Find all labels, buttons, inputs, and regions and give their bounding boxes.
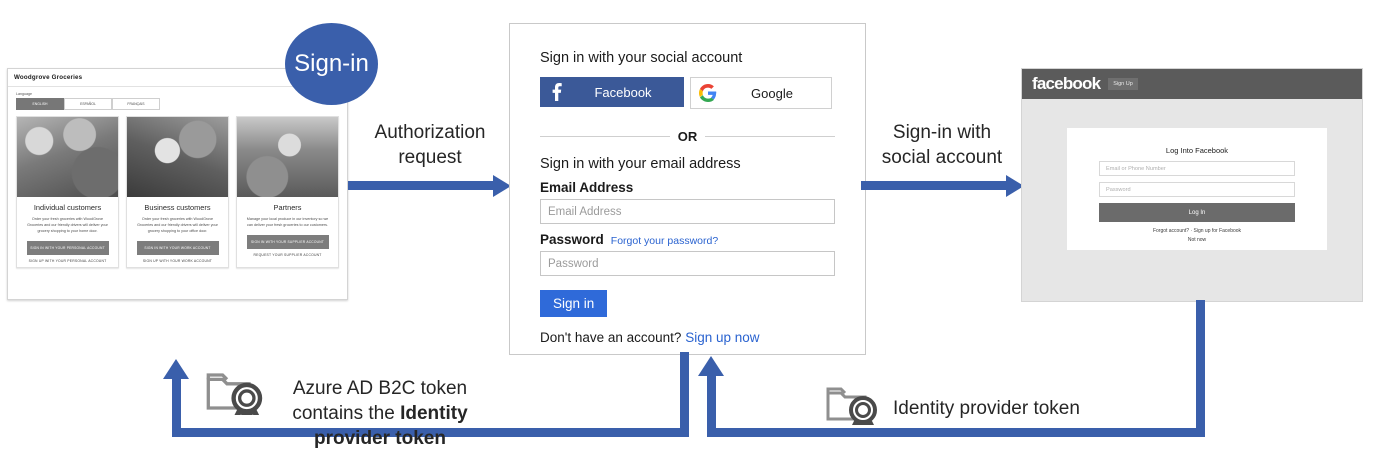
sign-in-button[interactable]: Sign in [540,290,608,317]
card-partners: Partners Manage your local produce in ou… [236,116,339,268]
card-description: Manage your local produce in our invento… [246,217,329,227]
facebook-login-heading: Log Into Facebook [1165,146,1229,155]
card-description: Order your fresh groceries with WoodGrov… [137,217,218,233]
facebook-forgot-signup-links[interactable]: Forgot account? · Sign up for Facebook [1152,228,1242,234]
password-label-row: Password Forgot your password? [540,232,835,247]
woodgrove-app-header: Woodgrove Groceries [8,69,347,87]
facebook-login-card: Log Into Facebook Log In Forgot account?… [1067,128,1327,250]
forgot-password-link[interactable]: Forgot your password? [610,235,719,247]
shoppers-in-store-photo [17,117,118,197]
or-divider-label: OR [677,129,698,144]
facebook-icon [540,82,574,102]
language-button-english[interactable]: ENGLISH [16,98,64,110]
google-icon [691,84,725,102]
signin-social-arrow-head [1006,175,1024,197]
sign-in-personal-account-button[interactable]: SIGN IN WITH YOUR PERSONAL ACCOUNT [26,241,109,255]
card-title: Business customers [144,203,211,212]
idp-token-return-vertical-right [1196,300,1205,437]
customer-cards: Individual customers Order your fresh gr… [8,110,347,268]
email-address-label: Email Address [540,180,634,195]
facebook-signin-label: Facebook [594,84,652,100]
azure-b2c-signin-panel: Sign in with your social account Faceboo… [509,23,866,355]
idp-token-return-horizontal [707,428,1201,437]
signup-prompt-row: Don't have an account? Sign up now [540,330,835,345]
store-clerk-photo [127,117,228,197]
card-description: Order your fresh groceries with WoodGrov… [27,217,108,233]
facebook-signin-button[interactable]: Facebook [540,77,684,107]
authorization-request-label: Authorization request [374,122,486,168]
signup-prompt-text: Don't have an account? [540,330,682,345]
language-selector: Language ENGLISH ESPAÑOL FRANÇAIS [8,87,347,110]
social-account-heading: Sign in with your social account [540,50,743,66]
sign-up-work-account-link[interactable]: SIGN UP WITH YOUR WORK ACCOUNT [142,259,213,263]
facebook-password-input[interactable] [1099,182,1295,197]
azure-ad-b2c-token-label: Azure AD B2C token contains the Identity… [275,376,485,451]
authorization-request-arrow-shaft [348,181,496,190]
card-title: Partners [273,203,302,212]
language-button-francais[interactable]: FRANÇAIS [112,98,160,110]
facebook-logo: facebook [1032,74,1101,93]
or-divider: OR [540,129,835,144]
password-label: Password [540,232,604,247]
sign-up-now-link[interactable]: Sign up now [685,330,760,345]
b2c-token-return-vertical-left [172,378,181,433]
password-input[interactable] [540,251,835,276]
woodgrove-groceries-app: Woodgrove Groceries Language ENGLISH ESP… [7,68,348,300]
facebook-not-now-link[interactable]: Not now [1187,237,1207,243]
facebook-header: facebook Sign Up [1022,69,1362,99]
sign-in-badge: Sign-in [285,23,378,105]
facebook-email-input[interactable] [1099,161,1295,176]
language-button-espanol[interactable]: ESPAÑOL [64,98,112,110]
sign-up-personal-account-link[interactable]: SIGN UP WITH YOUR PERSONAL ACCOUNT [28,259,107,263]
idp-token-return-vertical-left [707,375,716,433]
request-supplier-account-link[interactable]: REQUEST YOUR SUPPLIER ACCOUNT [253,253,322,257]
card-business-customers: Business customers Order your fresh groc… [126,116,229,268]
farmer-with-basket-photo [237,117,338,197]
sign-in-supplier-account-button[interactable]: SIGN IN WITH YOUR SUPPLIER ACCOUNT [246,235,329,249]
card-title: Individual customers [33,203,102,212]
divider-line-left [540,136,670,137]
b2c-token-return-horizontal [172,428,687,437]
b2c-token-return-arrow-head [163,359,189,379]
social-buttons-row: Facebook Google [540,77,835,109]
b2c-token-return-vertical-right [680,352,689,437]
signin-with-social-account-label: Sign-in with social account [881,122,1003,168]
signin-social-arrow-shaft [861,181,1009,190]
sign-in-badge-label: Sign-in [294,50,369,77]
google-signin-label: Google [751,85,793,101]
email-signin-heading: Sign in with your email address [540,156,741,172]
idp-token-return-arrow-head [698,356,724,376]
facebook-log-in-button[interactable]: Log In [1099,203,1295,222]
authorization-request-arrow-head [493,175,511,197]
woodgrove-app-title: Woodgrove Groceries [14,74,83,81]
divider-line-right [705,136,835,137]
email-address-input[interactable] [540,199,835,224]
facebook-sign-up-button[interactable]: Sign Up [1108,78,1138,90]
language-label: Language [16,92,32,96]
certificate-token-icon [825,383,885,431]
facebook-login-page: facebook Sign Up Log Into Facebook Log I… [1021,68,1363,302]
card-individual-customers: Individual customers Order your fresh gr… [16,116,119,268]
b2c-token-label-line3: provider token [314,428,446,449]
identity-provider-token-label: Identity provider token [893,398,1080,419]
google-signin-button[interactable]: Google [690,77,832,109]
b2c-token-label-line2: contains the Identity [292,403,468,424]
certificate-token-icon [205,368,271,422]
sign-in-work-account-button[interactable]: SIGN IN WITH YOUR WORK ACCOUNT [136,241,219,255]
